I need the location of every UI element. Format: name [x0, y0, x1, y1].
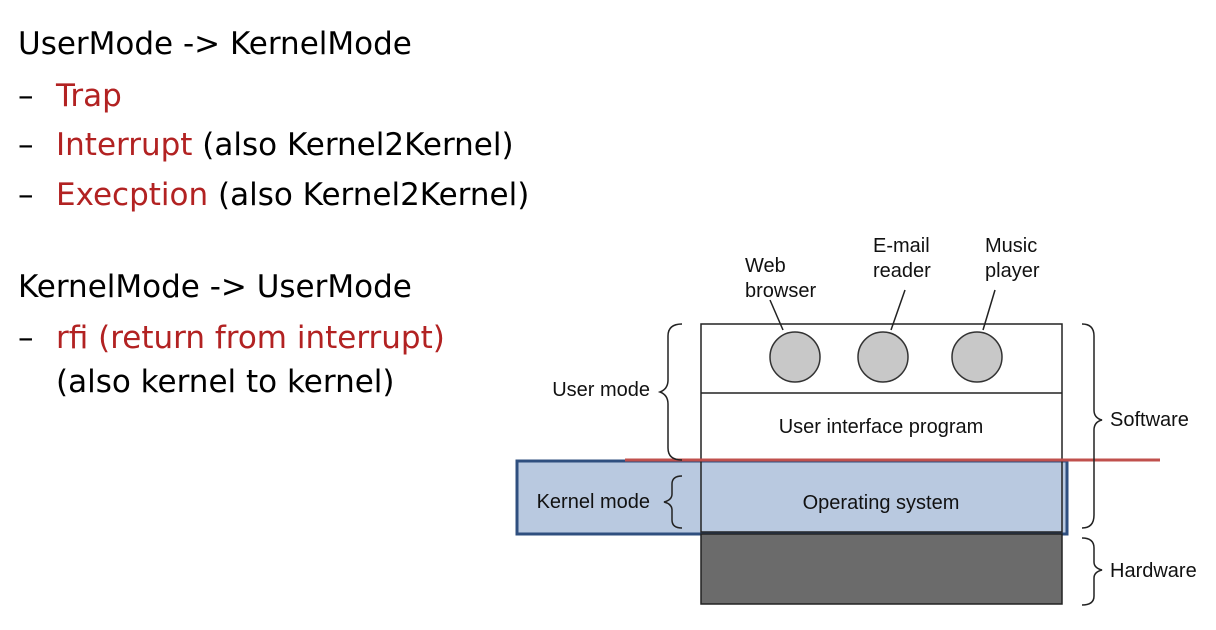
- app-circle-web-browser: [769, 331, 821, 383]
- exception-note: (also Kernel2Kernel): [208, 177, 530, 213]
- app-circle-email-reader: [857, 331, 909, 383]
- hardware-brace: [1081, 537, 1103, 606]
- music-player-label-line1: Music: [985, 235, 1037, 257]
- ui-program-label: User interface program: [779, 416, 984, 438]
- bullet-exception: –Execption (also Kernel2Kernel): [18, 175, 529, 215]
- kernel-mode-label: Kernel mode: [537, 491, 650, 513]
- dash-glyph: –: [18, 127, 34, 163]
- heading-user-to-kernel: UserMode -> KernelMode: [18, 26, 412, 62]
- music-player-label-line2: player: [985, 260, 1040, 282]
- user-mode-label: User mode: [552, 379, 650, 401]
- user-mode-brace: [657, 323, 683, 461]
- bullet-rfi: –rfi (return from interrupt): [18, 318, 445, 358]
- hardware-block: [700, 533, 1063, 605]
- email-reader-label-line2: reader: [873, 260, 931, 282]
- email-reader-pointer: [890, 289, 906, 331]
- web-browser-label-line1: Web: [745, 255, 786, 277]
- web-browser-pointer: [769, 299, 784, 331]
- app-circle-music-player: [951, 331, 1003, 383]
- software-brace: [1081, 323, 1103, 529]
- dash-glyph: –: [18, 320, 34, 356]
- kernel-mode-brace: [663, 475, 683, 529]
- email-reader-label-line1: E-mail: [873, 235, 930, 257]
- rfi-note: (also kernel to kernel): [56, 364, 395, 400]
- exception-text: Execption: [56, 177, 209, 213]
- dash-glyph: –: [18, 78, 34, 114]
- dash-glyph: –: [18, 177, 34, 213]
- hardware-label: Hardware: [1110, 560, 1197, 582]
- heading-kernel-to-user: KernelMode -> UserMode: [18, 269, 412, 305]
- bullet-trap: –Trap: [18, 76, 122, 116]
- bullet-interrupt: –Interrupt (also Kernel2Kernel): [18, 125, 514, 165]
- trap-text: Trap: [56, 78, 122, 114]
- software-label: Software: [1110, 409, 1189, 431]
- interrupt-text: Interrupt: [56, 127, 193, 163]
- rfi-text: rfi (return from interrupt): [56, 320, 445, 356]
- web-browser-label-line2: browser: [745, 280, 816, 302]
- interrupt-note: (also Kernel2Kernel): [192, 127, 514, 163]
- operating-system-label: Operating system: [803, 492, 960, 514]
- music-player-pointer: [982, 289, 996, 331]
- software-box: [700, 323, 1063, 533]
